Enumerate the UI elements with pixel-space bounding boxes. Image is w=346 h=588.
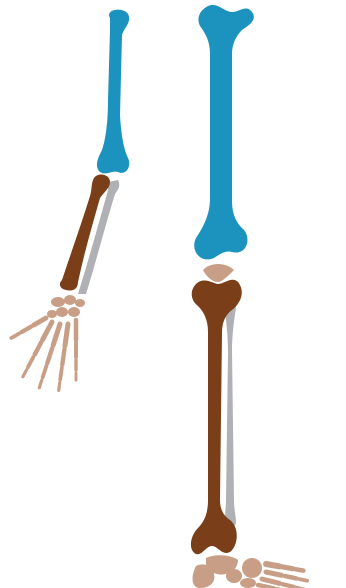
foot-phalanx — [282, 584, 294, 587]
hand-metabone — [65, 324, 68, 346]
foot-phalanx — [283, 567, 293, 569]
leg-group — [191, 5, 307, 588]
humerus-bone — [97, 10, 129, 174]
patella-bone — [203, 264, 234, 282]
femur-bone — [194, 5, 254, 259]
carpal-bones — [47, 295, 85, 318]
hand-bones — [11, 318, 76, 390]
tarsal-bone — [240, 578, 256, 588]
tarsal-bones — [193, 555, 262, 588]
hand-phalanx — [11, 334, 19, 339]
tarsal-bone — [226, 569, 242, 583]
hand-phalanx — [60, 368, 62, 380]
hand-phalanx — [28, 357, 33, 367]
carpal-bone — [68, 307, 80, 317]
hand-metabone — [43, 322, 52, 340]
tarsal-bone — [242, 558, 262, 578]
hand-phalanx — [62, 349, 64, 365]
hand-phalanx — [59, 382, 60, 390]
carpal-bone — [75, 299, 85, 307]
foot-metabone — [266, 564, 280, 566]
hand-phalanx — [47, 348, 52, 363]
hand-phalanx — [23, 370, 27, 377]
carpal-bone — [51, 297, 65, 307]
foot-bones — [258, 564, 307, 588]
hand-metabone — [34, 318, 46, 325]
carpal-bone — [47, 310, 57, 318]
hand-phalanx — [22, 327, 32, 333]
hand-metabone — [53, 324, 60, 345]
hand-phalanx — [35, 342, 42, 354]
fibula-bone — [224, 301, 236, 528]
foot-metabone — [262, 579, 279, 583]
carpal-bone — [64, 295, 76, 305]
arm-group — [11, 10, 129, 391]
carpal-bone — [56, 307, 68, 317]
foot-metabone — [266, 572, 282, 575]
hand-phalanx — [39, 380, 41, 388]
foot-phalanx — [296, 569, 304, 570]
hand-phalanx — [43, 366, 47, 377]
foot-phalanx — [299, 579, 307, 581]
foot-phalanx — [285, 576, 297, 578]
